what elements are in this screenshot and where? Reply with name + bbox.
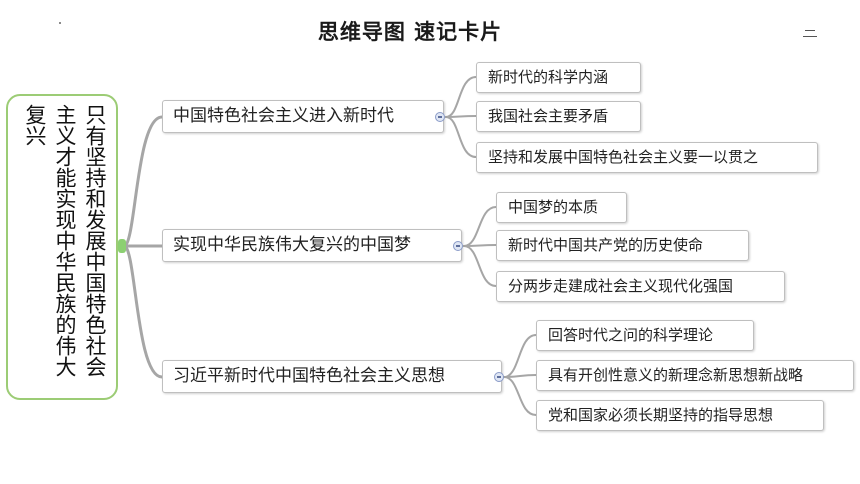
leaf-node[interactable]: 新时代中国共产党的历史使命 — [496, 230, 749, 261]
leaf-label: 坚持和发展中国特色社会主义要一以贯之 — [488, 148, 759, 166]
leaf-node[interactable]: 中国梦的本质 — [496, 192, 627, 223]
branch-node-new-era[interactable]: 中国特色社会主义进入新时代 — [162, 100, 444, 133]
collapse-toggle-icon[interactable] — [453, 241, 463, 251]
branch-label: 实现中华民族伟大复兴的中国梦 — [173, 235, 411, 255]
menu-icon[interactable] — [803, 30, 817, 38]
connector-b2-leaf-1 — [463, 206, 497, 247]
root-node-text: 只有坚持和发展中国特色社会主义才能实现中华民族的伟大复兴 — [23, 104, 107, 377]
branch-node-xi-thought[interactable]: 习近平新时代中国特色社会主义思想 — [162, 360, 502, 393]
leaf-label: 新时代中国共产党的历史使命 — [508, 236, 704, 254]
connector-b2-leaf-3 — [463, 245, 497, 287]
connector-b3-leaf-3 — [503, 376, 537, 416]
connector-b1-leaf-3 — [445, 116, 477, 158]
page-title: 思维导图 速记卡片 — [317, 20, 503, 44]
connector-b2-leaf-2 — [463, 244, 497, 247]
root-collapse-handle[interactable] — [118, 239, 126, 253]
connector-root-branch-1 — [122, 115, 164, 248]
collapse-toggle-icon[interactable] — [494, 372, 504, 382]
branch-label: 中国特色社会主义进入新时代 — [173, 106, 394, 126]
leaf-node[interactable]: 党和国家必须长期坚持的指导思想 — [536, 400, 824, 431]
leaf-node[interactable]: 新时代的科学内涵 — [476, 62, 641, 93]
branch-label: 习近平新时代中国特色社会主义思想 — [173, 366, 445, 386]
leaf-node[interactable]: 具有开创性意义的新理念新思想新战略 — [536, 360, 854, 391]
decorative-dot — [59, 22, 61, 24]
leaf-label: 党和国家必须长期坚持的指导思想 — [548, 406, 774, 424]
connector-b1-leaf-2 — [445, 115, 477, 118]
leaf-node[interactable]: 坚持和发展中国特色社会主义要一以贯之 — [476, 142, 818, 173]
leaf-label: 新时代的科学内涵 — [488, 68, 609, 86]
leaf-node[interactable]: 我国社会主要矛盾 — [476, 101, 641, 132]
leaf-node[interactable]: 回答时代之问的科学理论 — [536, 320, 754, 351]
leaf-label: 具有开创性意义的新理念新思想新战略 — [548, 366, 804, 384]
root-node[interactable]: 只有坚持和发展中国特色社会主义才能实现中华民族的伟大复兴 — [6, 94, 118, 400]
leaf-label: 分两步走建成社会主义现代化强国 — [508, 277, 734, 295]
leaf-label: 我国社会主要矛盾 — [488, 107, 609, 125]
leaf-label: 回答时代之问的科学理论 — [548, 326, 714, 344]
connector-b3-leaf-1 — [503, 334, 537, 378]
connector-root-branch-3 — [122, 244, 164, 379]
leaf-label: 中国梦的本质 — [508, 198, 599, 216]
connector-b1-leaf-1 — [445, 76, 477, 118]
collapse-toggle-icon[interactable] — [435, 112, 445, 122]
leaf-node[interactable]: 分两步走建成社会主义现代化强国 — [496, 271, 785, 302]
branch-node-china-dream[interactable]: 实现中华民族伟大复兴的中国梦 — [162, 229, 462, 262]
